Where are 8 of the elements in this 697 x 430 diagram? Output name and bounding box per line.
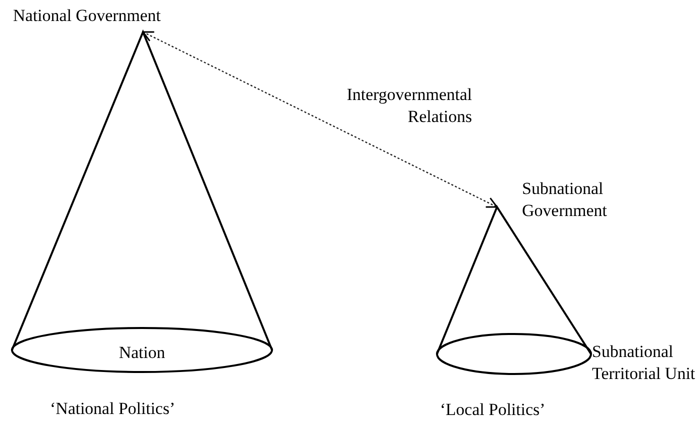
node-label: ‘National Politics’ [50,398,176,420]
node-heading: National Government [13,5,161,27]
double-arrow [142,31,498,208]
node-label: Nation [118,342,166,364]
node-heading: Subnational Government [522,178,608,222]
edge-label: Intergovernmental Relations [346,84,472,128]
node-label: ‘Local Politics’ [440,399,546,421]
node-label: Subnational Territorial Unit [592,341,696,385]
